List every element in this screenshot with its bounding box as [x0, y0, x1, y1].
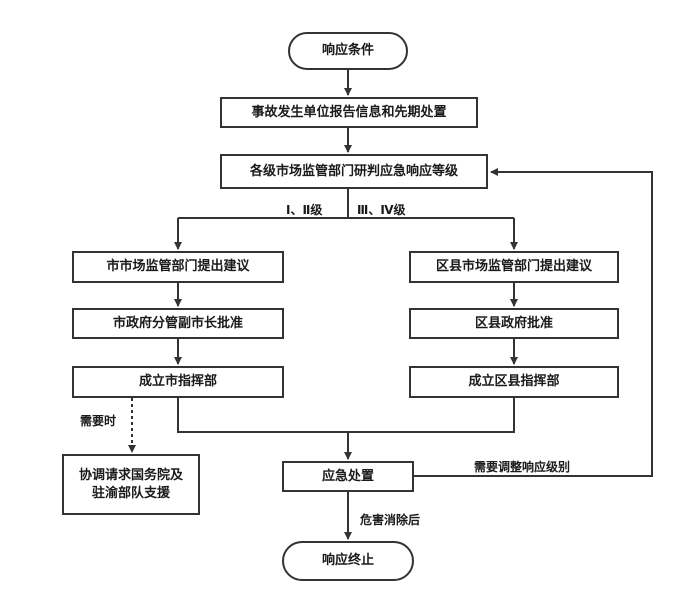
label-after-clear: 危害消除后	[360, 513, 421, 527]
label-adjust: 需要调整响应级别	[474, 460, 571, 474]
node-report: 事故发生单位报告信息和先期处置	[220, 97, 478, 128]
label-when-needed: 需要时	[80, 414, 117, 428]
node-start: 响应条件	[288, 32, 408, 70]
node-respond: 应急处置	[282, 461, 414, 492]
merge-line	[177, 398, 515, 433]
node-district-propose: 区县市场监管部门提出建议	[409, 251, 619, 283]
label-level-low: Ⅲ、Ⅳ级	[357, 203, 406, 217]
node-end: 响应终止	[282, 541, 414, 581]
node-coordinate: 协调请求国务院及驻渝部队支援	[62, 454, 200, 515]
node-district-hq: 成立区县指挥部	[409, 366, 619, 398]
node-coordinate-text: 协调请求国务院及驻渝部队支援	[78, 467, 183, 501]
node-district-approve: 区县政府批准	[409, 308, 619, 339]
node-city-approve: 市政府分管副市长批准	[72, 308, 284, 339]
node-city-propose: 市市场监管部门提出建议	[72, 251, 284, 283]
label-level-high: Ⅰ、Ⅱ级	[286, 203, 323, 217]
node-assess: 各级市场监管部门研判应急响应等级	[220, 154, 488, 189]
node-city-hq: 成立市指挥部	[72, 366, 284, 398]
feedback-arrow	[414, 168, 653, 477]
